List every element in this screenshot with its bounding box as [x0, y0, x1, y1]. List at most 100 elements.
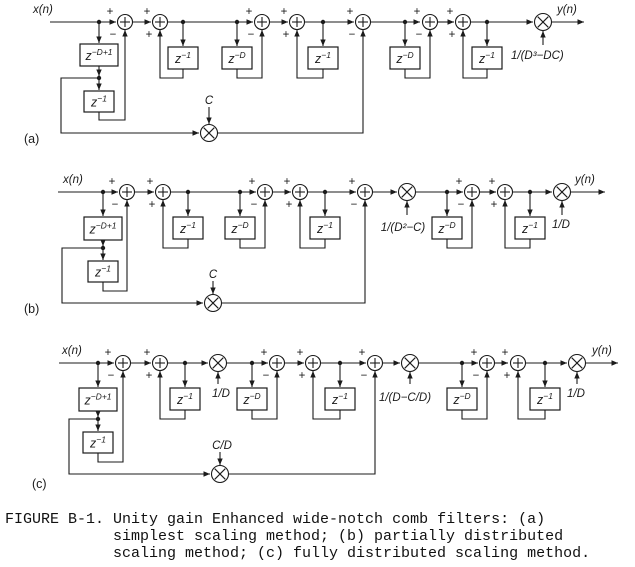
arrowhead — [349, 189, 356, 195]
arrowhead — [100, 239, 106, 246]
delay-label: z−D — [452, 391, 470, 407]
arrowhead — [502, 200, 508, 207]
delay-label: z−1 — [316, 220, 333, 236]
arrowhead — [484, 371, 490, 378]
plus-sign: + — [502, 347, 509, 359]
arrowhead — [393, 360, 400, 366]
arrowhead — [95, 410, 101, 417]
delay-block: z−D+1 — [79, 43, 119, 67]
arrowhead — [120, 371, 126, 378]
plus-sign: + — [105, 347, 112, 359]
caption-line-3: scaling method; (c) fully distributed sc… — [113, 545, 591, 562]
signal-line — [239, 200, 266, 249]
arrowhead — [611, 360, 618, 366]
arrowhead — [560, 360, 567, 366]
arrowhead — [182, 380, 188, 387]
delay-label: z−1 — [521, 220, 538, 236]
adder — [509, 354, 527, 372]
arrowhead — [147, 189, 154, 195]
plus-sign: + — [144, 347, 151, 359]
adder — [256, 183, 274, 201]
arrowhead — [545, 189, 552, 195]
plus-sign: + — [347, 6, 354, 18]
delay-block: z−D — [446, 387, 478, 411]
arrowhead — [111, 189, 118, 195]
signal-line — [217, 30, 364, 134]
arrowhead — [246, 19, 253, 25]
arrowhead — [206, 117, 212, 124]
signal-line — [517, 371, 546, 420]
delay-label: z−1 — [331, 391, 348, 407]
gain-label: 1/D — [552, 219, 570, 231]
arrowhead — [144, 360, 151, 366]
adder — [463, 183, 481, 201]
coeff-label: C — [209, 269, 218, 281]
plus-sign: + — [297, 347, 304, 359]
delay-label: z−D — [227, 50, 245, 66]
plus-sign: + — [281, 6, 288, 18]
subfigure-label: (b) — [24, 302, 39, 316]
arrowhead — [262, 200, 268, 207]
feedback-scale-multiplier — [210, 464, 230, 484]
adder — [114, 354, 132, 372]
gain-multiplier — [397, 182, 417, 202]
arrowhead — [447, 19, 454, 25]
adder — [288, 13, 306, 31]
arrowhead — [234, 39, 240, 46]
plus-sign: + — [107, 6, 114, 18]
plus-sign: + — [447, 6, 454, 18]
gain-multiplier — [400, 353, 420, 373]
arrowhead — [261, 360, 268, 366]
delay-block: z−D+1 — [78, 387, 118, 412]
arrowhead — [574, 372, 580, 379]
arrowhead — [157, 371, 163, 378]
arrowhead — [122, 30, 128, 37]
plus-sign: + — [261, 347, 268, 359]
arrowhead — [320, 39, 326, 46]
arrowhead — [109, 19, 116, 25]
adder — [366, 354, 384, 372]
arrowhead — [96, 69, 102, 76]
arrowhead — [217, 458, 223, 465]
adder — [154, 183, 172, 201]
arrowhead — [347, 19, 354, 25]
coeff-label: C — [205, 95, 214, 107]
arrowhead — [322, 209, 328, 216]
input-label: x(n) — [61, 345, 82, 357]
plus-sign: + — [414, 6, 421, 18]
delay-block: z−1 — [87, 260, 119, 283]
arrowhead — [95, 424, 101, 431]
minus-sign: − — [110, 29, 117, 41]
signal-line — [98, 30, 126, 121]
adder — [291, 183, 309, 201]
feedback-scale-multiplier — [199, 123, 219, 143]
arrowhead — [598, 189, 605, 195]
signal-line — [296, 30, 324, 79]
arrowhead — [489, 189, 496, 195]
delay-block: z−1 — [514, 216, 546, 240]
arrowhead — [559, 201, 565, 208]
subfigure-label: (c) — [32, 477, 47, 491]
arrowhead — [100, 209, 106, 216]
gain-multiplier — [208, 353, 228, 373]
signal-line — [162, 200, 189, 249]
delay-block: z−D+1 — [83, 216, 123, 241]
minus-sign: − — [112, 199, 119, 211]
caption-line-1: FIGURE B-1. Unity gain Enhanced wide-not… — [5, 511, 546, 528]
input-label: x(n) — [32, 4, 53, 16]
arrowhead — [210, 287, 216, 294]
gain-label: 1/(D³−DC) — [511, 50, 564, 62]
arrowhead — [372, 371, 378, 378]
arrowhead — [456, 189, 463, 195]
plus-sign: + — [449, 29, 456, 41]
plus-sign: + — [146, 29, 153, 41]
arrowhead — [160, 200, 166, 207]
signal-line — [221, 200, 366, 304]
arrowhead — [297, 360, 304, 366]
delay-block: z−1 — [309, 216, 341, 240]
plus-sign: + — [246, 6, 253, 18]
adder — [253, 13, 271, 31]
arrowhead — [484, 39, 490, 46]
delay-block: z−1 — [471, 46, 503, 70]
